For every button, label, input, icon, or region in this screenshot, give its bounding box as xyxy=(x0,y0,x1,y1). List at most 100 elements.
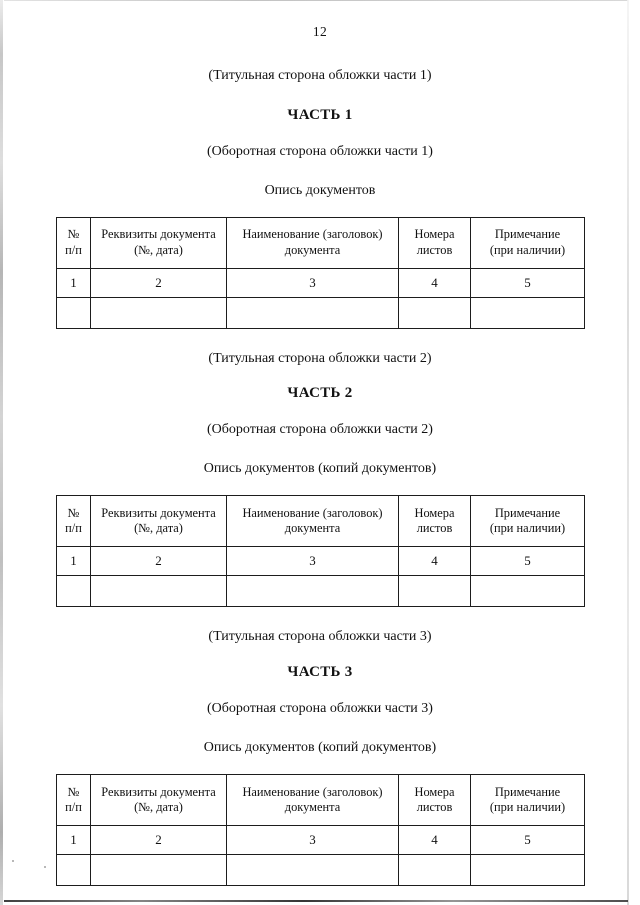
table-cell xyxy=(470,296,585,329)
table-cell xyxy=(56,575,91,608)
list-title-3: Опись документов (копий документов) xyxy=(203,739,437,755)
table-cell: 4 xyxy=(398,824,471,855)
table-cell xyxy=(90,296,227,329)
header-line: № xyxy=(67,784,80,799)
header-line: (при наличии) xyxy=(489,521,566,536)
header-line: п/п xyxy=(65,242,82,257)
table-header-cell-sheets: Номера листов xyxy=(398,216,471,269)
table-cell: 1 xyxy=(56,267,91,298)
header-line: (№, дата) xyxy=(134,799,183,814)
table-header-cell-number: № п/п xyxy=(56,495,91,548)
part-heading-1: ЧАСТЬ 1 xyxy=(287,106,353,123)
header-line: листов xyxy=(416,799,453,814)
table-header-cell-title: Наименование (заголовок) документа xyxy=(226,495,399,548)
table-cell: 1 xyxy=(56,824,91,855)
table-header-row: № п/п Реквизиты документа (№, дата) Наим… xyxy=(56,773,585,826)
header-line: листов xyxy=(416,521,453,536)
table-cell xyxy=(56,853,91,886)
page-number: 12 xyxy=(312,24,328,39)
table-cell: 5 xyxy=(470,824,585,855)
table-cell xyxy=(398,853,471,886)
header-line: листов xyxy=(416,242,453,257)
header-line: Наименование (заголовок) xyxy=(242,784,383,799)
table-cell: 3 xyxy=(226,824,399,855)
table-cell xyxy=(90,575,227,608)
header-line: Номера xyxy=(414,784,455,799)
front-cover-caption-1: (Титульная сторона обложки части 1) xyxy=(208,68,432,83)
front-cover-caption-2: (Титульная сторона обложки части 2) xyxy=(208,350,432,366)
scan-speck xyxy=(44,866,46,868)
scan-edge-right xyxy=(627,0,629,905)
header-line: Реквизиты документа xyxy=(101,784,216,799)
document-inventory-table-2: № п/п Реквизиты документа (№, дата) Наим… xyxy=(56,495,585,608)
table-header-cell-note: Примечание (при наличии) xyxy=(470,216,585,269)
table-cell xyxy=(90,853,227,886)
table-cell xyxy=(226,853,399,886)
table-header-cell-number: № п/п xyxy=(56,216,91,269)
table-cell: 2 xyxy=(90,267,227,298)
part-heading-3: ЧАСТЬ 3 xyxy=(287,663,353,680)
back-cover-caption-2: (Оборотная сторона обложки части 2) xyxy=(207,422,433,438)
table-cell: 4 xyxy=(398,267,471,298)
header-line: Наименование (заголовок) xyxy=(242,227,383,242)
back-cover-caption-1: (Оборотная сторона обложки части 1) xyxy=(207,143,433,159)
table-header-cell-requisites: Реквизиты документа (№, дата) xyxy=(90,495,227,548)
header-line: Наименование (заголовок) xyxy=(242,506,383,521)
header-line: № xyxy=(67,506,80,521)
table-cell: 4 xyxy=(398,546,471,577)
list-title-2: Опись документов (копий документов) xyxy=(203,461,437,477)
header-line: № xyxy=(67,227,80,242)
table-header-cell-sheets: Номера листов xyxy=(398,495,471,548)
table-blank-row xyxy=(56,853,585,886)
header-line: (при наличии) xyxy=(489,799,566,814)
header-line: документа xyxy=(284,521,341,536)
table-header-row: № п/п Реквизиты документа (№, дата) Наим… xyxy=(56,495,585,548)
scan-edge-left xyxy=(0,0,3,905)
table-cell xyxy=(398,575,471,608)
table-cell xyxy=(226,575,399,608)
scan-speck xyxy=(12,860,14,862)
table-header-cell-sheets: Номера листов xyxy=(398,773,471,826)
table-cell xyxy=(56,296,91,329)
table-cell xyxy=(470,575,585,608)
list-title-1: Опись документов xyxy=(264,182,376,198)
header-line: (№, дата) xyxy=(134,242,183,257)
table-cell xyxy=(470,853,585,886)
scan-edge-top xyxy=(4,0,628,1)
document-inventory-table-1: № п/п Реквизиты документа (№, дата) Наим… xyxy=(56,216,585,329)
table-header-cell-note: Примечание (при наличии) xyxy=(470,495,585,548)
table-numbering-row: 1 2 3 4 5 xyxy=(56,267,585,298)
header-line: Реквизиты документа xyxy=(101,227,216,242)
header-line: Примечание xyxy=(494,227,561,242)
table-numbering-row: 1 2 3 4 5 xyxy=(56,824,585,855)
back-cover-caption-3: (Оборотная сторона обложки части 3) xyxy=(207,700,433,716)
table-header-cell-title: Наименование (заголовок) документа xyxy=(226,216,399,269)
header-line: Примечание xyxy=(494,506,561,521)
table-cell xyxy=(398,296,471,329)
table-header-cell-requisites: Реквизиты документа (№, дата) xyxy=(90,216,227,269)
header-line: документа xyxy=(284,799,341,814)
document-inventory-table-3: № п/п Реквизиты документа (№, дата) Наим… xyxy=(56,773,585,886)
table-header-cell-requisites: Реквизиты документа (№, дата) xyxy=(90,773,227,826)
header-line: п/п xyxy=(65,799,82,814)
header-line: (при наличии) xyxy=(489,242,566,257)
scan-edge-bottom xyxy=(4,900,628,902)
table-header-cell-note: Примечание (при наличии) xyxy=(470,773,585,826)
part-heading-2: ЧАСТЬ 2 xyxy=(287,385,353,402)
header-line: Номера xyxy=(414,506,455,521)
header-line: Примечание xyxy=(494,784,561,799)
header-line: Номера xyxy=(414,227,455,242)
table-header-row: № п/п Реквизиты документа (№, дата) Наим… xyxy=(56,216,585,269)
table-header-cell-title: Наименование (заголовок) документа xyxy=(226,773,399,826)
table-cell: 5 xyxy=(470,267,585,298)
header-line: п/п xyxy=(65,521,82,536)
table-cell: 3 xyxy=(226,267,399,298)
table-cell: 3 xyxy=(226,546,399,577)
front-cover-caption-3: (Титульная сторона обложки части 3) xyxy=(208,629,432,645)
table-cell: 5 xyxy=(470,546,585,577)
header-line: (№, дата) xyxy=(134,521,183,536)
table-cell: 2 xyxy=(90,546,227,577)
table-header-cell-number: № п/п xyxy=(56,773,91,826)
table-cell: 2 xyxy=(90,824,227,855)
